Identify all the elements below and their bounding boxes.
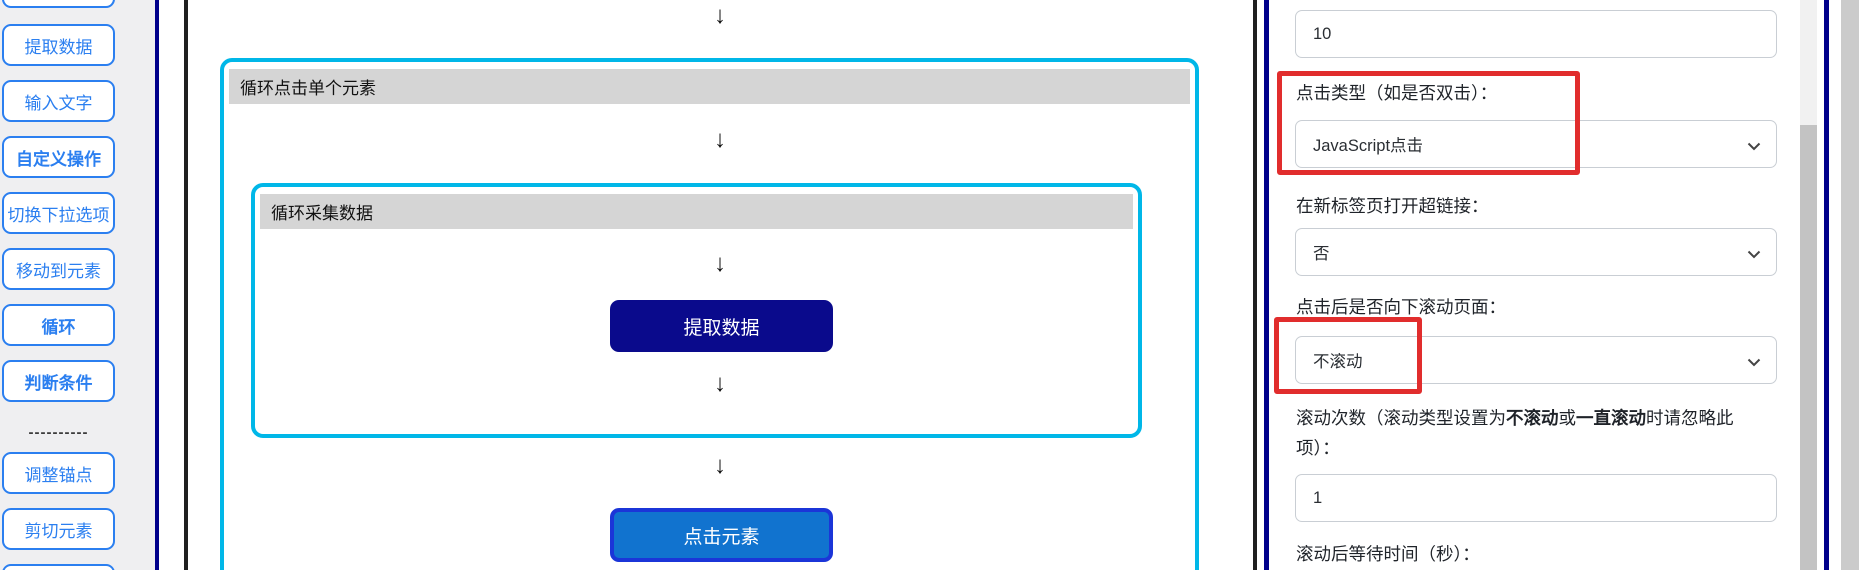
click-type-value: JavaScript点击: [1313, 137, 1424, 155]
inner-loop-header[interactable]: 循环采集数据: [260, 194, 1133, 229]
flow-arrow-4: ↓: [714, 370, 726, 397]
options-panel-right-border: [1824, 0, 1829, 570]
canvas-right-border: [1253, 0, 1257, 570]
scroll-count-label: 滚动次数（滚动类型设置为不滚动或一直滚动时请忽略此项）：: [1296, 408, 1734, 458]
click-type-select[interactable]: JavaScript点击: [1295, 120, 1777, 168]
flow-arrow-5: ↓: [714, 452, 726, 479]
chevron-down-icon: [1746, 354, 1762, 375]
sidebar-right-border: [155, 0, 159, 570]
options-panel-left-border: [1264, 0, 1269, 570]
click-element-node[interactable]: 点击元素: [610, 508, 833, 562]
new-tab-select[interactable]: 否: [1295, 228, 1777, 276]
click-type-label: 点击类型（如是否双击）：: [1296, 83, 1498, 103]
new-tab-label: 在新标签页打开超链接：: [1296, 196, 1489, 216]
sidebar-item-switch-dropdown[interactable]: 切换下拉选项: [2, 192, 115, 234]
sidebar-item-extract-data[interactable]: 提取数据: [2, 24, 115, 66]
outer-loop-header[interactable]: 循环点击单个元素: [229, 69, 1190, 104]
wait-time-input[interactable]: [1295, 10, 1777, 58]
scroll-wait-label: 滚动后等待时间（秒）：: [1296, 544, 1480, 564]
sidebar-item-adjust-anchor[interactable]: 调整锚点: [2, 452, 115, 494]
toolbox-sidebar: 点击元素 提取数据 输入文字 自定义操作 切换下拉选项 移动到元素 循环 判断条…: [0, 0, 155, 570]
sidebar-item-custom-operation[interactable]: 自定义操作: [2, 136, 115, 178]
sidebar-item-loop[interactable]: 循环: [2, 304, 115, 346]
canvas-left-border: [184, 0, 188, 570]
extract-data-node[interactable]: 提取数据: [610, 300, 833, 352]
sidebar-divider: ----------: [28, 423, 89, 441]
flow-arrow-2: ↓: [714, 126, 726, 153]
scroll-after-click-label: 点击后是否向下滚动页面：: [1296, 297, 1506, 317]
sidebar-item-cut-element[interactable]: 剪切元素: [2, 508, 115, 550]
sidebar-item-move-to-element[interactable]: 移动到元素: [2, 248, 115, 290]
flow-arrow-3: ↓: [714, 250, 726, 277]
sidebar-item-partial-bottom[interactable]: [2, 564, 115, 570]
chevron-down-icon: [1746, 246, 1762, 267]
scroll-type-value: 不滚动: [1313, 353, 1363, 371]
sidebar-item-input-text[interactable]: 输入文字: [2, 80, 115, 122]
scroll-type-select[interactable]: 不滚动: [1295, 336, 1777, 384]
options-panel-scrollbar-thumb[interactable]: [1800, 125, 1817, 570]
sidebar-item-condition[interactable]: 判断条件: [2, 360, 115, 402]
chevron-down-icon: [1746, 138, 1762, 159]
new-tab-value: 否: [1313, 245, 1330, 263]
window-scrollbar[interactable]: [1841, 0, 1859, 570]
flow-arrow-top: ↓: [714, 2, 726, 29]
scroll-count-input[interactable]: [1295, 474, 1777, 522]
sidebar-item-click-element[interactable]: 点击元素: [2, 0, 115, 8]
